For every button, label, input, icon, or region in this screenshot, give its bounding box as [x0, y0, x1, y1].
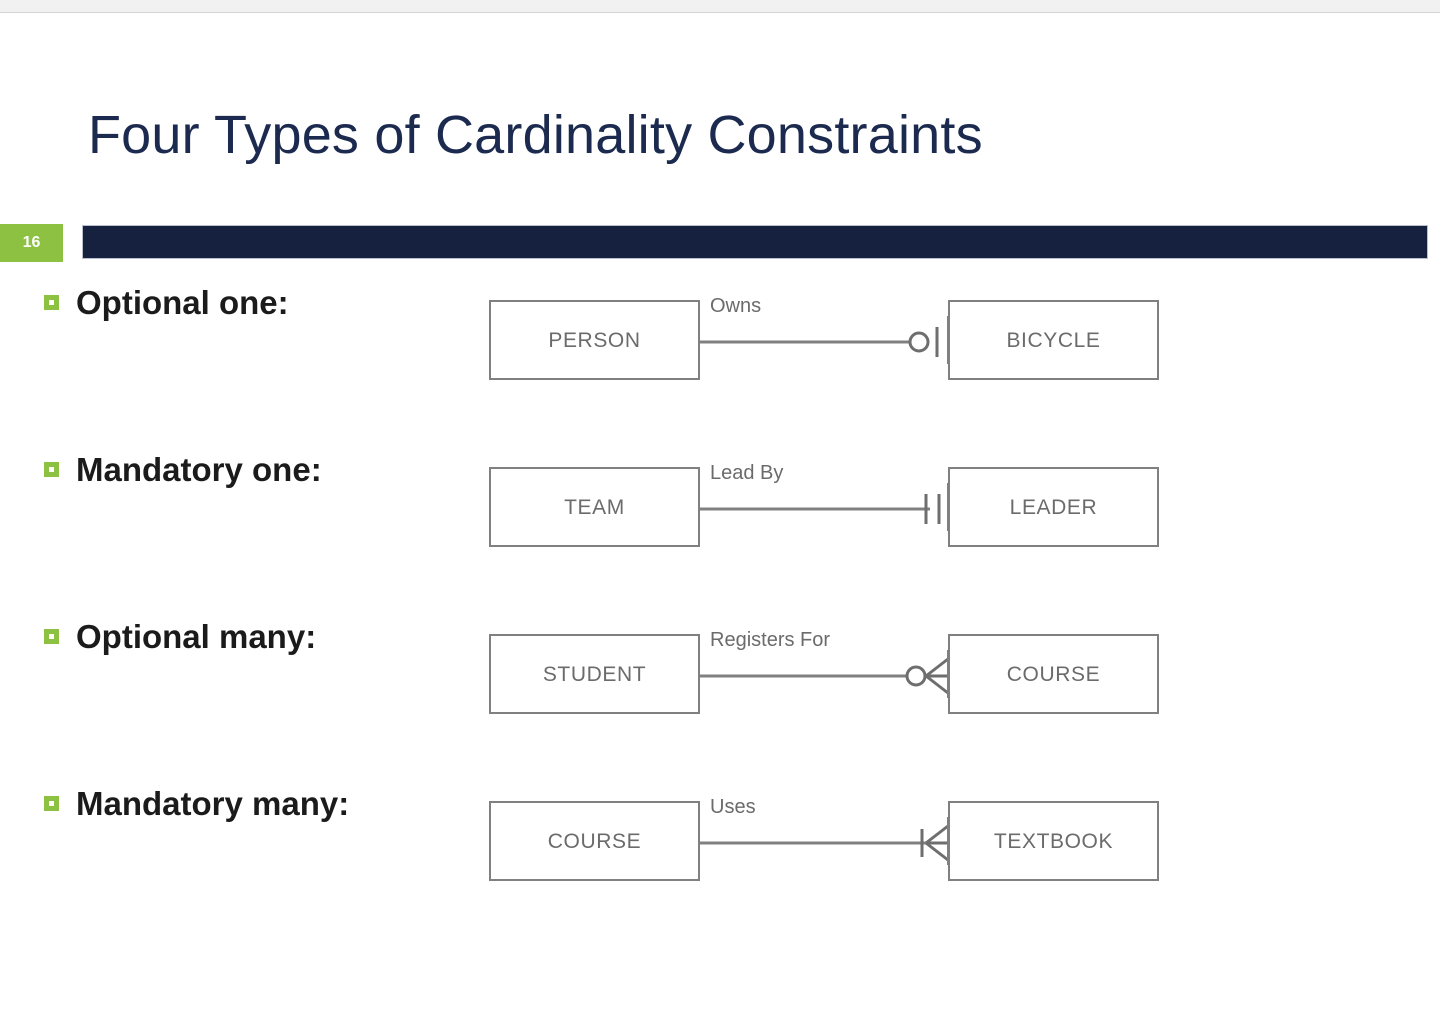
slide-number-badge: 16: [0, 224, 63, 262]
entity-name: PERSON: [548, 328, 641, 352]
relationship-label: Registers For: [710, 629, 831, 651]
entity-name: STUDENT: [542, 662, 647, 686]
relationship-connector: Uses: [698, 797, 950, 865]
bullet-square-icon: [44, 629, 59, 644]
cardinality-row-mandatory-one: Mandatory one: TEAM Lead By LEADER: [0, 425, 1440, 592]
relationship-label: Uses: [710, 796, 756, 818]
entity-name: TEXTBOOK: [993, 829, 1114, 853]
entity-box-left: TEAM: [489, 467, 700, 547]
bullet-item-optional-one: Optional one:: [44, 286, 289, 319]
entity-box-right: COURSE: [948, 634, 1159, 714]
row-label: Mandatory one:: [76, 451, 322, 488]
title-divider-row: 16: [0, 210, 1440, 262]
cardinality-rows: Optional one: PERSON Owns BICYCLE: [0, 258, 1440, 926]
crowsfoot-notation-circle-and-crowsfoot: [698, 650, 949, 698]
cardinality-row-mandatory-many: Mandatory many: COURSE Uses: [0, 759, 1440, 926]
navy-divider-bar: [82, 225, 1428, 259]
bullet-item-mandatory-many: Mandatory many:: [44, 787, 349, 820]
crowsfoot-notation-circle-and-tick: [698, 316, 949, 364]
relationship-label: Lead By: [710, 462, 784, 484]
bullet-square-icon: [44, 295, 59, 310]
relationship-connector: Registers For: [698, 630, 950, 698]
entity-box-left: PERSON: [489, 300, 700, 380]
entity-box-right: BICYCLE: [948, 300, 1159, 380]
er-diagram-mandatory-many: COURSE Uses TEXTBOOK: [489, 777, 1161, 887]
entity-name: LEADER: [1009, 495, 1098, 519]
entity-box-left: STUDENT: [489, 634, 700, 714]
row-label: Optional many:: [76, 618, 317, 655]
browser-chrome-strip: [0, 0, 1440, 13]
entity-box-left: COURSE: [489, 801, 700, 881]
slide-canvas: Four Types of Cardinality Constraints 16…: [0, 14, 1440, 1025]
crowsfoot-notation-tick-and-crowsfoot: [698, 817, 949, 865]
page-title: Four Types of Cardinality Constraints: [88, 105, 983, 165]
relationship-label: Owns: [710, 295, 762, 317]
entity-name: COURSE: [1006, 662, 1101, 686]
slide-number: 16: [22, 234, 41, 251]
entity-name: TEAM: [564, 495, 625, 519]
bullet-item-mandatory-one: Mandatory one:: [44, 453, 322, 486]
entity-name: BICYCLE: [1006, 328, 1101, 352]
row-label: Optional one:: [76, 284, 289, 321]
cardinality-row-optional-many: Optional many: STUDENT Registers For: [0, 592, 1440, 759]
bullet-square-icon: [44, 462, 59, 477]
er-diagram-optional-one: PERSON Owns BICYCLE: [489, 276, 1161, 386]
crowsfoot-notation-double-tick: [698, 483, 949, 531]
relationship-connector: Lead By: [698, 463, 950, 531]
relationship-connector: Owns: [698, 296, 950, 364]
row-label: Mandatory many:: [76, 785, 350, 822]
bullet-square-icon: [44, 796, 59, 811]
cardinality-row-optional-one: Optional one: PERSON Owns BICYCLE: [0, 258, 1440, 425]
entity-box-right: TEXTBOOK: [948, 801, 1159, 881]
entity-box-right: LEADER: [948, 467, 1159, 547]
bullet-item-optional-many: Optional many:: [44, 620, 316, 653]
er-diagram-mandatory-one: TEAM Lead By LEADER: [489, 443, 1161, 553]
entity-name: COURSE: [547, 829, 642, 853]
er-diagram-optional-many: STUDENT Registers For COURSE: [489, 610, 1161, 720]
